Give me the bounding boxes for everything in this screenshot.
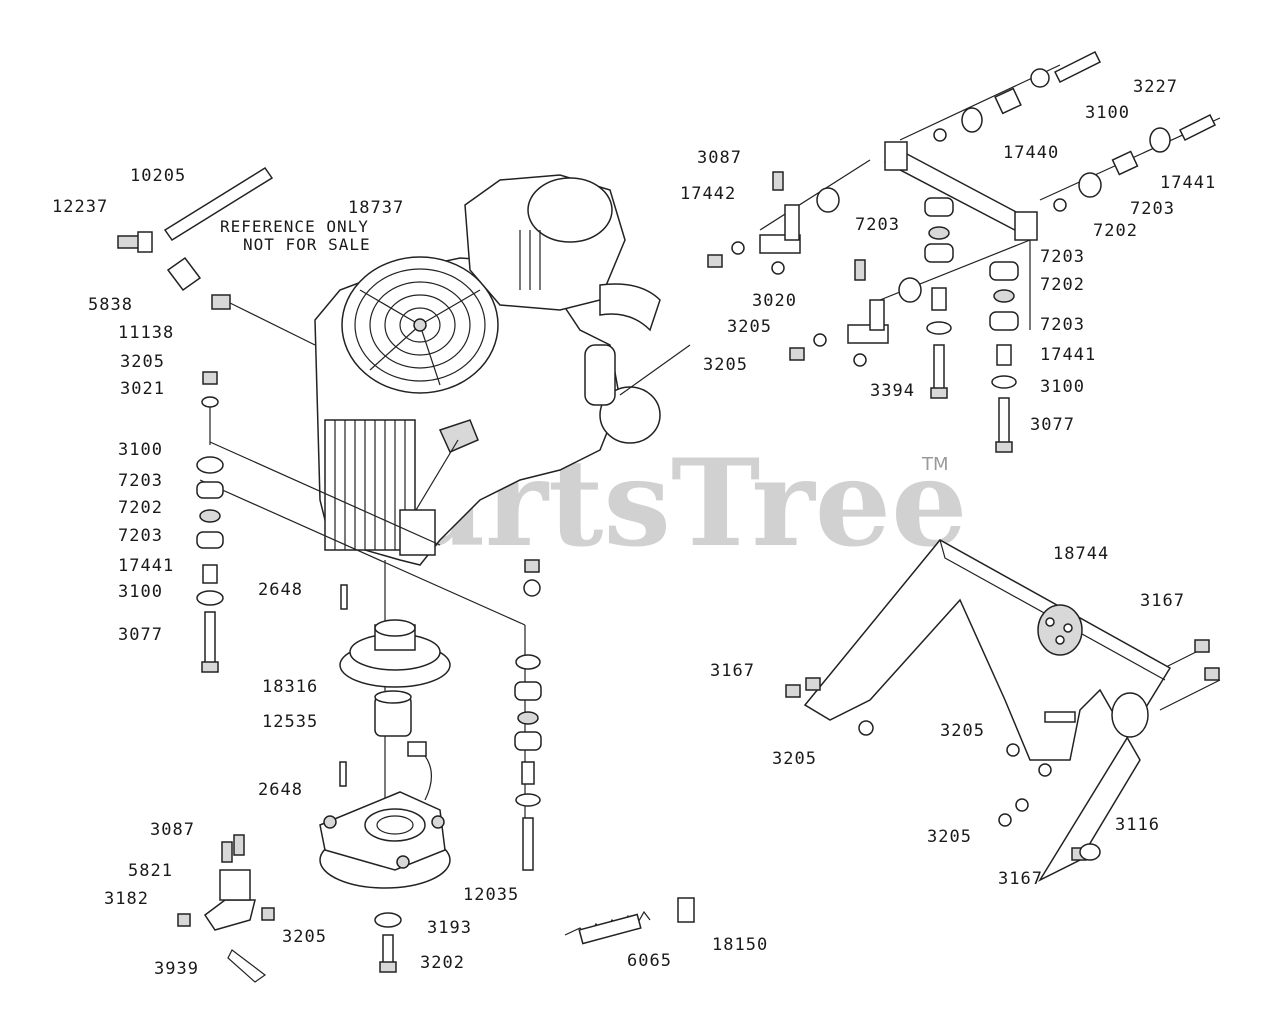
callout-7203-f: 7203 (1040, 315, 1085, 335)
callout-12237: 12237 (52, 197, 108, 217)
callout-17442: 17442 (680, 184, 736, 204)
reference-note-line2: NOT FOR SALE (243, 235, 371, 254)
callout-3193: 3193 (427, 918, 472, 938)
callout-7202-a: 7202 (118, 498, 163, 518)
callout-3939: 3939 (154, 959, 199, 979)
bracket-17442 (759, 171, 801, 254)
top-row-hardware (707, 50, 1217, 361)
trademark-mark: TM (921, 454, 949, 475)
callout-17441-c: 17441 (1040, 345, 1096, 365)
reference-note-line1: REFERENCE ONLY (220, 217, 369, 236)
callout-3394: 3394 (870, 381, 915, 401)
callout-3205-b: 3205 (703, 355, 748, 375)
callout-17441-b: 17441 (1160, 173, 1216, 193)
callout-17441-a: 17441 (118, 556, 174, 576)
bracket-3394 (847, 259, 889, 367)
callout-3205-c: 3205 (282, 927, 327, 947)
fitting-12237 (117, 231, 153, 253)
callout-7203-a: 7203 (118, 471, 163, 491)
callout-3167-b: 3167 (710, 661, 755, 681)
spring-6065 (564, 910, 651, 945)
logo-plate-icon (1037, 604, 1083, 656)
callout-3227: 3227 (1133, 77, 1178, 97)
callout-7202-c: 7202 (1040, 275, 1085, 295)
fan-screen-icon (341, 256, 499, 394)
key-2648-b (339, 761, 347, 787)
callout-3020: 3020 (752, 291, 797, 311)
bracket-5821 (177, 834, 275, 931)
callout-2648-a: 2648 (258, 580, 303, 600)
callout-3100-d: 3100 (1040, 377, 1085, 397)
callout-10205: 10205 (130, 166, 186, 186)
air-cleaner (464, 174, 661, 332)
callout-3087-b: 3087 (697, 148, 742, 168)
callout-18744: 18744 (1053, 544, 1109, 564)
callout-5838: 5838 (88, 295, 133, 315)
callout-3116: 3116 (1115, 815, 1160, 835)
clutch-12035 (319, 741, 451, 889)
callout-3205-g: 3205 (927, 827, 972, 847)
callout-3205-f: 3205 (772, 749, 817, 769)
callout-3021: 3021 (120, 379, 165, 399)
callout-7202-b: 7202 (1093, 221, 1138, 241)
callout-7203-c: 7203 (855, 215, 900, 235)
right-mount-stack-b (989, 261, 1019, 453)
callout-18737: 18737 (348, 198, 404, 218)
callout-3167-c: 3167 (998, 869, 1043, 889)
engine-assembly (314, 174, 661, 880)
center-mount-stack (514, 559, 542, 871)
pulley-18316 (339, 619, 451, 688)
callout-5821: 5821 (128, 861, 173, 881)
callout-3087-a: 3087 (150, 820, 195, 840)
callout-3100-c: 3100 (1085, 103, 1130, 123)
clip-18150 (677, 897, 695, 923)
callout-7203-b: 7203 (118, 526, 163, 546)
frame-18744 (785, 539, 1220, 882)
callout-7203-e: 7203 (1040, 247, 1085, 267)
callout-7203-d: 7203 (1130, 199, 1175, 219)
washer-3193 (374, 912, 402, 928)
callout-3100-a: 3100 (118, 440, 163, 460)
filter-5838 (166, 256, 202, 292)
bracket-17440 (884, 141, 1038, 241)
left-mount-stack (196, 371, 224, 673)
callout-3100-b: 3100 (118, 582, 163, 602)
callout-6065: 6065 (627, 951, 672, 971)
callout-11138: 11138 (118, 323, 174, 343)
callout-3205-e: 3205 (940, 721, 985, 741)
callout-3077-a: 3077 (118, 625, 163, 645)
callout-3077-b: 3077 (1030, 415, 1075, 435)
callout-2648-b: 2648 (258, 780, 303, 800)
spacer-12535 (374, 690, 412, 737)
callout-labels: 10205 12237 18737 5838 11138 3205 3021 3… (52, 77, 1216, 979)
callout-3205-a: 3205 (120, 352, 165, 372)
callout-18150: 18150 (712, 935, 768, 955)
key-2648-a (340, 584, 348, 610)
callout-18316: 18316 (262, 677, 318, 697)
callout-12035: 12035 (463, 885, 519, 905)
right-mount-stack-a (924, 197, 954, 399)
callout-17440: 17440 (1003, 143, 1059, 163)
hook-3939 (227, 949, 267, 983)
callout-3182: 3182 (104, 889, 149, 909)
callout-3167-a: 3167 (1140, 591, 1185, 611)
callout-12535: 12535 (262, 712, 318, 732)
fitting-11138 (211, 294, 231, 310)
fuel-line-10205 (163, 166, 274, 242)
callout-3202: 3202 (420, 953, 465, 973)
callout-3205-d: 3205 (727, 317, 772, 337)
